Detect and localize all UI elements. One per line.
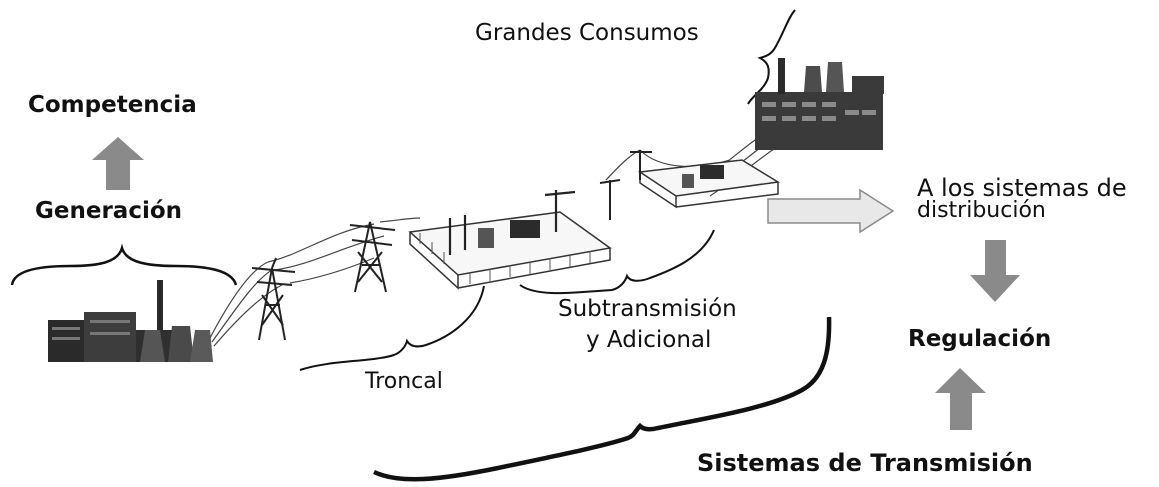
- label-grandes-consumos: Grandes Consumos: [475, 20, 699, 46]
- brace-grandes-consumos: [747, 9, 796, 105]
- brace-troncal: [299, 285, 485, 371]
- arrow-right-distribucion: [767, 188, 895, 234]
- arrow-up-competencia: [92, 137, 144, 190]
- arrow-down-regulacion: [970, 240, 1020, 302]
- brace-subtransmision: [519, 229, 715, 295]
- label-subtransmision-line2: y Adicional: [586, 327, 712, 353]
- label-subtransmision-line1: Subtransmisión: [558, 296, 737, 322]
- label-competencia: Competencia: [28, 92, 197, 118]
- brace-sistemas-transmision: [373, 316, 832, 482]
- brace-generacion: [10, 243, 238, 286]
- transmission-tower-icon: [349, 221, 396, 293]
- arrow-up-regulacion: [935, 368, 986, 430]
- label-distribucion-line1: A los sistemas de: [917, 174, 1127, 202]
- label-troncal: Troncal: [365, 369, 443, 394]
- transmission-tower-icon: [251, 257, 296, 341]
- factory-icon: [755, 58, 884, 150]
- label-regulacion: Regulación: [908, 326, 1052, 352]
- substation-icon: [408, 190, 612, 290]
- label-generacion: Generación: [35, 198, 183, 224]
- substation-icon: [599, 150, 781, 220]
- label-distribucion-line2: distribución: [917, 198, 1046, 223]
- power-plant-icon: [48, 280, 213, 362]
- label-sistemas-transmision: Sistemas de Transmisión: [697, 449, 1033, 477]
